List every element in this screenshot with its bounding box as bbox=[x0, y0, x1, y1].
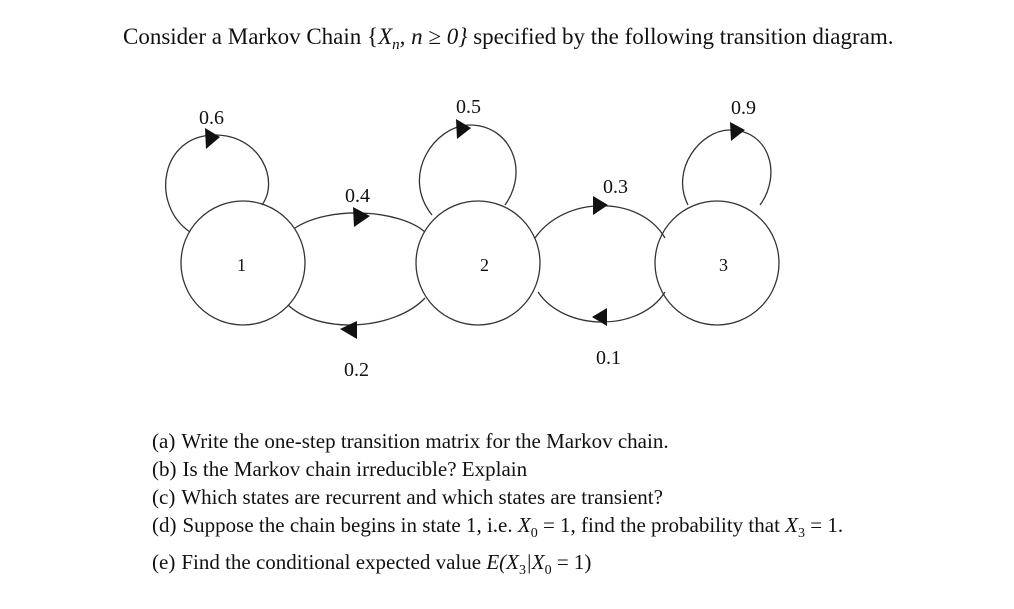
loop-3 bbox=[682, 129, 772, 206]
question-a: (a)Write the one-step transition matrix … bbox=[152, 429, 669, 453]
state-circle-2 bbox=[415, 200, 541, 326]
state-label-3: 3 bbox=[719, 255, 728, 275]
state-label-2: 2 bbox=[480, 255, 489, 275]
arrowhead-2-to-3 bbox=[593, 196, 608, 215]
edge-prob-2-3: 0.3 bbox=[603, 176, 628, 198]
intro-cond: , n ≥ 0} bbox=[399, 24, 468, 49]
loop-prob-3: 0.9 bbox=[731, 97, 756, 119]
arrowhead-1-to-2 bbox=[353, 207, 370, 227]
edge-prob-2-1: 0.2 bbox=[344, 359, 369, 381]
intro-sentence: Consider a Markov Chain {Xn, n ≥ 0} spec… bbox=[123, 22, 894, 60]
loop-1 bbox=[165, 134, 270, 233]
question-d: (d)Suppose the chain begins in state 1, … bbox=[152, 513, 844, 541]
arrowhead-2-to-1 bbox=[340, 321, 357, 339]
state-circle-3 bbox=[654, 200, 780, 326]
question-e: (e)Find the conditional expected value E… bbox=[152, 550, 592, 578]
loop-prob-2: 0.5 bbox=[456, 96, 481, 118]
arrowhead-3-to-2 bbox=[592, 308, 607, 326]
state-circle-1 bbox=[180, 200, 306, 326]
intro-suffix: specified by the following transition di… bbox=[467, 24, 894, 49]
edge-prob-3-2: 0.1 bbox=[596, 347, 621, 369]
intro-sub: n bbox=[392, 37, 400, 53]
state-label-1: 1 bbox=[237, 255, 246, 275]
question-c: (c)Which states are recurrent and which … bbox=[152, 485, 663, 509]
edge-2-to-3 bbox=[534, 205, 666, 239]
arrowhead-loop-2 bbox=[456, 119, 471, 139]
intro-var: X bbox=[378, 24, 393, 49]
arrowhead-loop-3 bbox=[730, 122, 745, 141]
intro-prefix: Consider a Markov Chain { bbox=[123, 24, 379, 49]
question-b: (b)Is the Markov chain irreducible? Expl… bbox=[152, 457, 528, 481]
arrowhead-loop-1 bbox=[205, 128, 220, 149]
loop-2 bbox=[418, 124, 517, 216]
loop-prob-1: 0.6 bbox=[199, 107, 224, 129]
edge-prob-1-2: 0.4 bbox=[345, 185, 370, 207]
edge-2-to-1 bbox=[287, 297, 426, 326]
question-list: (a)Write the one-step transition matrix … bbox=[152, 427, 843, 585]
